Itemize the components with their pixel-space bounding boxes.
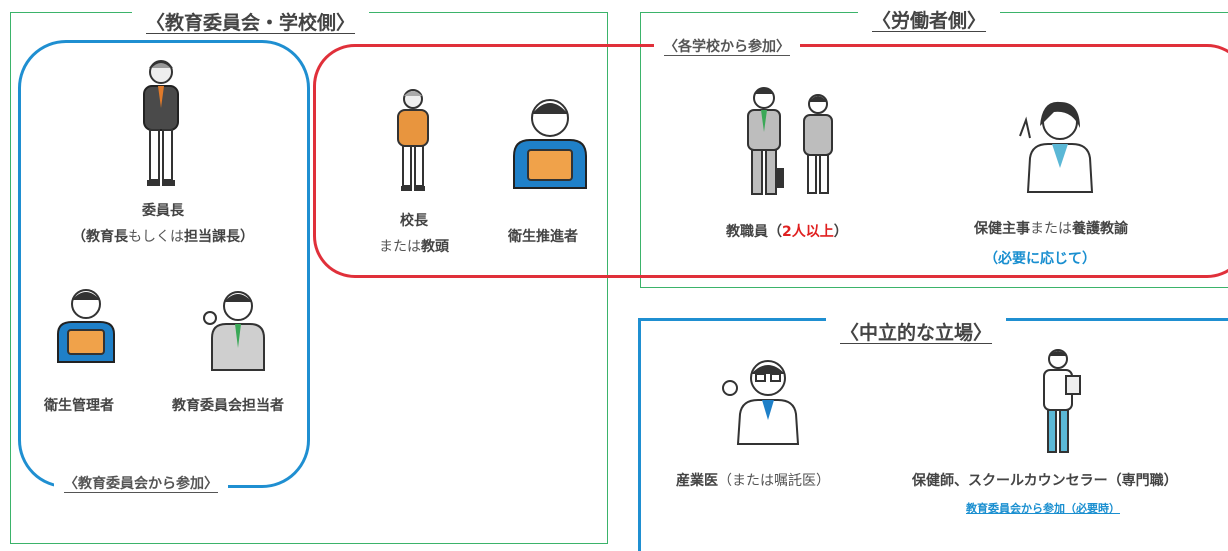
school-participation-label: 〈各学校から参加〉: [654, 36, 800, 56]
neutral-participation-note: 教育委員会から参加（必要時）: [966, 502, 1120, 515]
staff-pair-icon: [747, 87, 833, 195]
counselor-person-icon: [1043, 349, 1081, 453]
board-staff-person-icon: [203, 291, 265, 371]
principal-label: 校長 または教頭: [364, 208, 464, 260]
nurse-teacher-label: 保健主事または養護教諭: [974, 221, 1128, 237]
counselor-label: 保健師、スクールカウンセラー（専門職）: [912, 473, 1178, 489]
board-participation-label: 〈教育委員会から参加〉: [54, 473, 228, 493]
workers-section-title: 〈労働者側〉: [858, 6, 1001, 33]
chair-subtitle: （教育長もしくは担当課長）: [72, 229, 254, 245]
nurse-teacher-note: （必要に応じて）: [984, 251, 1096, 267]
hygiene-promoter-person-icon: [513, 99, 587, 189]
nurse-teacher-person-icon: [1019, 101, 1094, 193]
board-staff-label: 教育委員会担当者: [172, 398, 284, 414]
staff-label: 教職員（2人以上）: [726, 224, 848, 240]
chair-label: 委員長 （教育長もしくは担当課長）: [56, 198, 270, 250]
doctor-person-icon: [722, 360, 800, 445]
hygiene-manager-person-icon: [57, 289, 115, 363]
doctor-label: 産業医（または嘱託医）: [676, 473, 830, 489]
hygiene-manager-label: 衛生管理者: [44, 398, 114, 414]
principal-person-icon: [397, 89, 429, 191]
board-section-title: 〈教育委員会・学校側〉: [132, 8, 370, 35]
principal-title: 校長: [400, 213, 428, 229]
principal-subtitle: または教頭: [379, 239, 449, 255]
chair-person-icon: [143, 60, 179, 186]
chair-title: 委員長: [142, 203, 184, 219]
hygiene-promoter-label: 衛生推進者: [508, 229, 578, 245]
neutral-section-title: 〈中立的な立場〉: [826, 318, 1007, 345]
